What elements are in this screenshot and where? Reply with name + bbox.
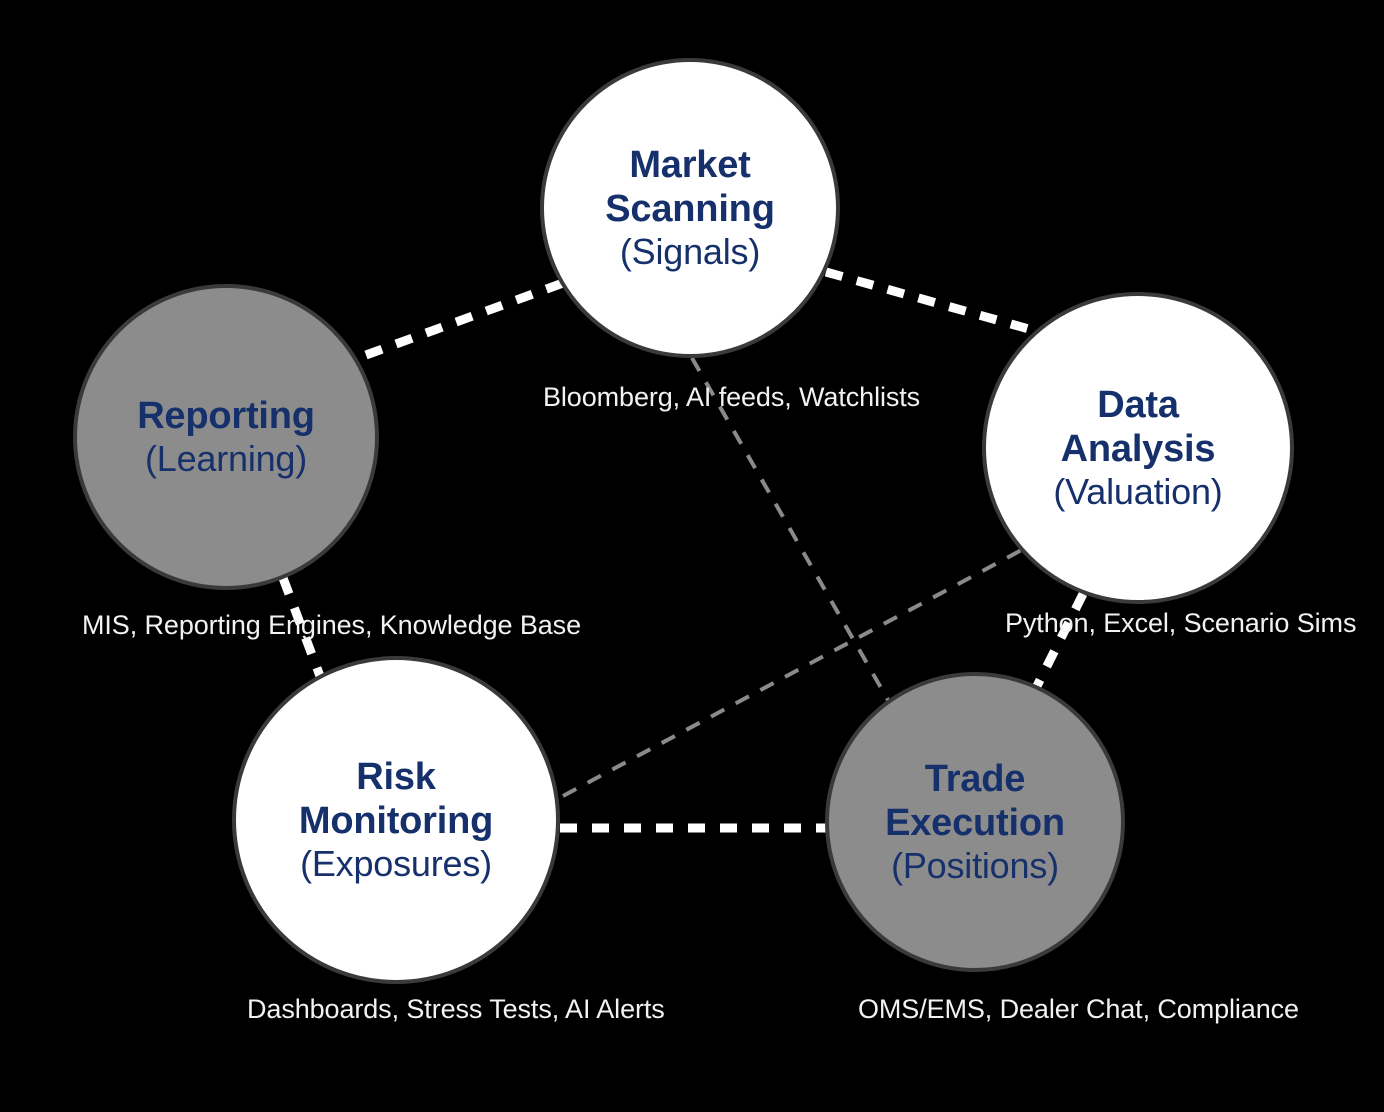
- node-subtitle: (Exposures): [300, 842, 492, 884]
- node-subtitle: (Signals): [619, 230, 761, 272]
- node-subtitle: (Learning): [144, 437, 308, 479]
- caption-trade-execution: OMS/EMS, Dealer Chat, Compliance: [858, 994, 1299, 1024]
- node-data-analysis[interactable]: Data Analysis (Valuation): [982, 292, 1294, 604]
- caption-reporting: MIS, Reporting Engines, Knowledge Base: [82, 610, 581, 640]
- node-risk-monitoring[interactable]: Risk Monitoring (Exposures): [232, 656, 560, 984]
- caption-data-analysis: Python, Excel, Scenario Sims: [1005, 608, 1357, 638]
- node-title: Trade Execution: [885, 757, 1065, 844]
- node-subtitle: (Valuation): [1053, 470, 1223, 512]
- caption-market-scanning: Bloomberg, AI feeds, Watchlists: [543, 382, 921, 412]
- node-title: Data Analysis: [1060, 383, 1216, 470]
- node-reporting[interactable]: Reporting (Learning): [73, 284, 379, 590]
- node-title: Risk Monitoring: [298, 755, 494, 842]
- node-market-scanning[interactable]: Market Scanning (Signals): [540, 58, 840, 358]
- edge-market-scanning-data-analysis: [824, 267, 1038, 336]
- caption-risk-monitoring: Dashboards, Stress Tests, AI Alerts: [247, 994, 665, 1024]
- node-subtitle: (Positions): [891, 844, 1059, 886]
- node-title: Reporting: [137, 394, 315, 437]
- node-trade-execution[interactable]: Trade Execution (Positions): [825, 672, 1125, 972]
- edge-reporting-market-scanning: [364, 278, 565, 360]
- node-title: Market Scanning: [605, 143, 775, 230]
